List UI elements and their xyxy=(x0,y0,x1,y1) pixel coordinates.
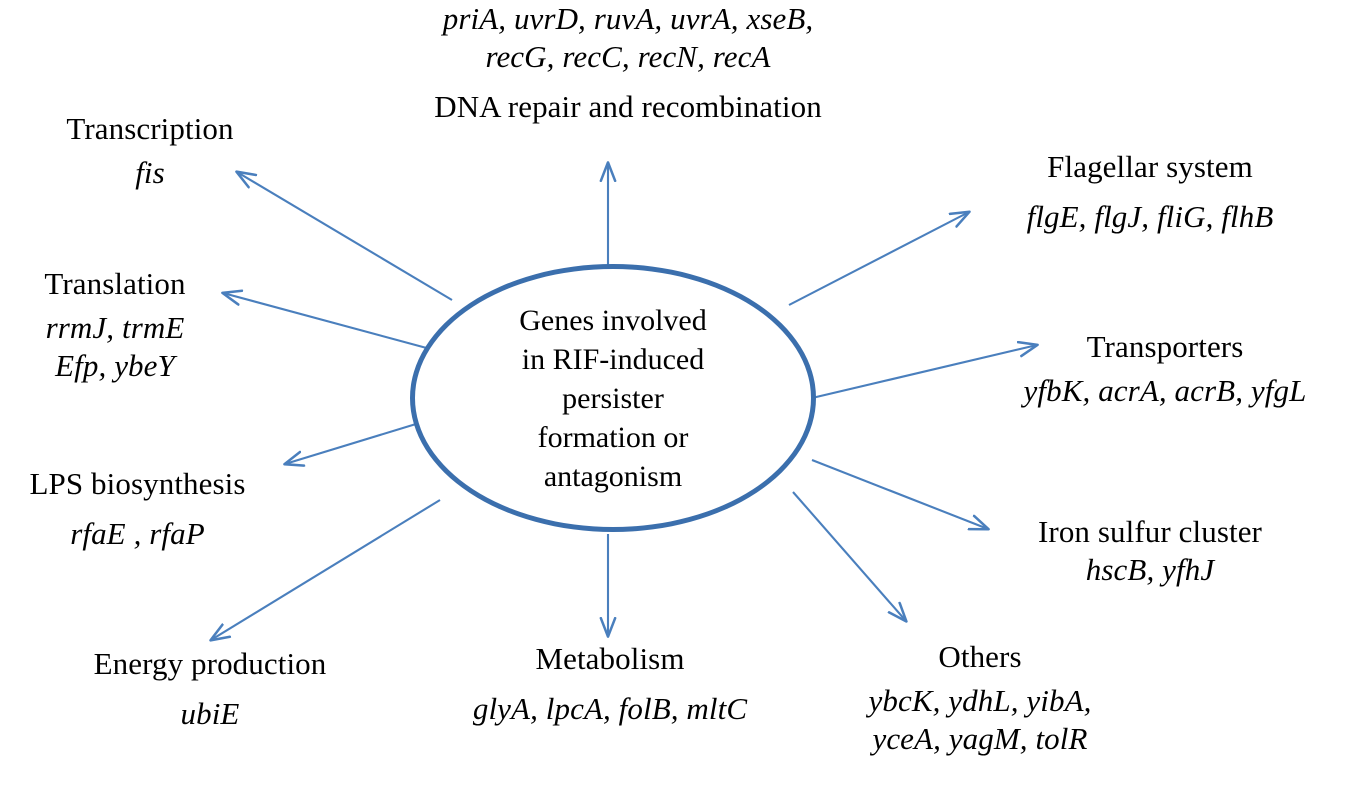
branch-energy-production-category: Energy production xyxy=(93,646,327,681)
branch-transcription-category: Transcription xyxy=(66,111,234,146)
branch-others-genes-line-2: yceA, yagM, tolR xyxy=(872,720,1088,756)
branch-translation-genes-line-1: rrmJ, trmE xyxy=(45,309,185,345)
branch-energy-production-genes-line-1: ubiE xyxy=(180,695,240,731)
branch-translation-category: Translation xyxy=(44,266,186,301)
branch-iron-sulfur-cluster-genes-line-1: hscB, yfhJ xyxy=(1085,551,1215,587)
arrow-others xyxy=(792,491,906,621)
branch-metabolism-category: Metabolism xyxy=(535,641,685,676)
arrow-iron-sulfur-cluster xyxy=(811,459,988,529)
branch-translation: Translation rrmJ, trmE Efp, ybeY xyxy=(0,265,230,384)
branch-lps-biosynthesis: LPS biosynthesis rfaE , rfaP xyxy=(0,465,275,553)
branch-dna-repair-category: DNA repair and recombination xyxy=(434,88,822,124)
branch-dna-repair-genes-line-2: recG, recC, recN, recA xyxy=(485,38,771,74)
branch-dna-repair-genes-line-1: priA, uvrD, ruvA, uvrA, xseB, xyxy=(442,1,814,36)
branch-flagellar-system-category: Flagellar system xyxy=(1047,149,1253,184)
branch-lps-biosynthesis-category: LPS biosynthesis xyxy=(29,466,246,501)
arrow-flagellar-system xyxy=(788,212,969,306)
branch-transporters-genes-line-1: yfbK, acrA, acrB, yfgL xyxy=(1023,372,1307,408)
center-ellipse: Genes involved in RIF-induced persister … xyxy=(410,264,816,532)
arrow-translation xyxy=(223,293,435,352)
branch-transporters: Transporters yfbK, acrA, acrB, yfgL xyxy=(980,328,1350,410)
branch-energy-production: Energy production ubiE xyxy=(45,645,375,733)
arrow-lps-biosynthesis xyxy=(285,422,417,464)
branch-transcription-genes-line-1: fis xyxy=(135,154,165,190)
branch-others-genes-line-1: ybcK, ydhL, yibA, xyxy=(868,682,1092,718)
branch-others: Others ybcK, ydhL, yibA, yceA, yagM, tol… xyxy=(820,638,1140,757)
branch-flagellar-system-genes-line-1: flgE, flgJ, fliG, flhB xyxy=(1026,198,1274,234)
branch-transcription: Transcription fis xyxy=(10,110,290,192)
branch-dna-repair: priA, uvrD, ruvA, uvrA, xseB, recG, recC… xyxy=(378,0,878,125)
center-label: Genes involved in RIF-induced persister … xyxy=(519,303,707,493)
branch-others-category: Others xyxy=(938,639,1022,674)
branch-iron-sulfur-cluster-category: Iron sulfur cluster xyxy=(1037,514,1262,549)
branch-metabolism-genes-line-1: glyA, lpcA, folB, mltC xyxy=(472,690,748,726)
branch-translation-genes-line-2: Efp, ybeY xyxy=(55,347,175,383)
branch-metabolism: Metabolism glyA, lpcA, folB, mltC xyxy=(410,640,810,728)
branch-lps-biosynthesis-genes-line-1: rfaE , rfaP xyxy=(70,515,205,551)
branch-iron-sulfur-cluster: Iron sulfur cluster hscB, yfhJ xyxy=(1000,513,1300,589)
branch-transporters-category: Transporters xyxy=(1086,329,1244,364)
branch-flagellar-system: Flagellar system flgE, flgJ, fliG, flhB xyxy=(955,148,1345,236)
